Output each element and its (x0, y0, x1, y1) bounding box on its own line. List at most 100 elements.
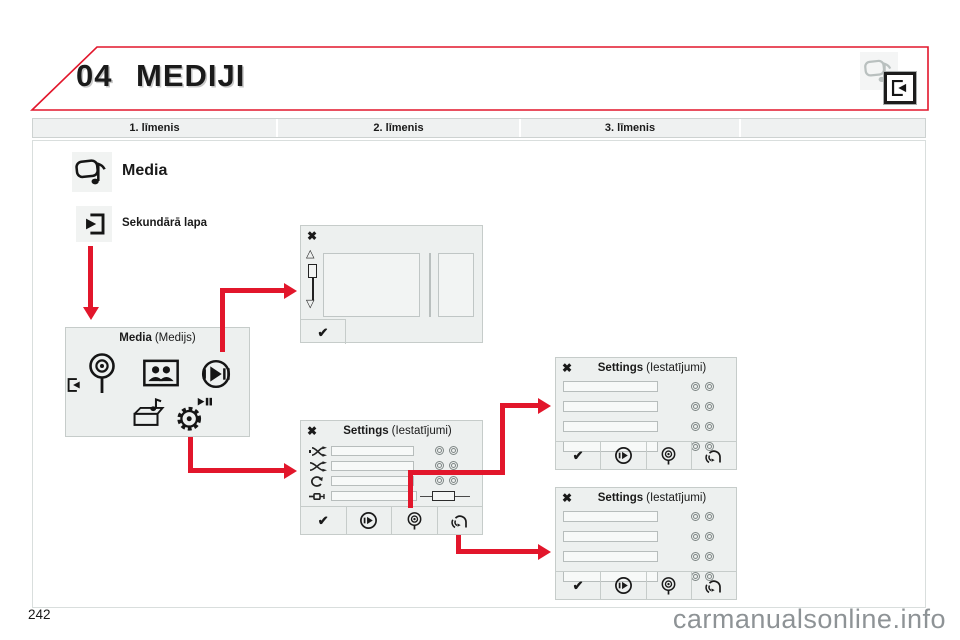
radio-indicator (705, 402, 714, 411)
voice-command-button (692, 572, 736, 599)
media-icon (72, 152, 112, 192)
settings-option-field (331, 491, 417, 501)
flow-arrow-to-settings3b-h (456, 549, 538, 554)
track-shuffle-icon (309, 446, 327, 457)
media-menu-panel: Media(Medijs) (65, 327, 250, 437)
radio-indicator (691, 532, 700, 541)
radio-indicator (705, 532, 714, 541)
radio-button (392, 507, 438, 534)
voice-command-button (438, 507, 483, 534)
scrollbar-thumb (308, 264, 317, 278)
radio-source-icon (82, 351, 122, 395)
confirm-button: ✔ (556, 442, 602, 469)
shuffle-icon (309, 461, 327, 472)
media-source-button (601, 572, 647, 599)
aux-input-icon (309, 491, 327, 502)
repeat-icon (309, 476, 323, 488)
media-source-button (601, 442, 647, 469)
settings-option-field (563, 421, 658, 432)
media-menu-title: Media(Medijs) (119, 332, 196, 344)
flow-arrow-to-settings3a-v1 (408, 470, 413, 508)
flow-arrow-to-settings2-v (188, 437, 193, 473)
panel-divider (429, 253, 431, 317)
check-icon: ✔ (572, 448, 584, 463)
flow-arrow-to-settings3b-head (538, 543, 551, 560)
secondary-page-icon (76, 206, 112, 242)
watermark: carmanualsonline.info (672, 604, 946, 634)
radio-indicator (705, 572, 714, 581)
radio-indicator (705, 442, 714, 451)
flow-arrow-to-settings3a-h1 (408, 470, 505, 475)
flow-arrow-to-settings3b-v (456, 535, 461, 554)
slider-handle (432, 491, 455, 501)
settings-option-field (563, 531, 658, 542)
level-3-header: 3. līmenis (521, 119, 741, 137)
radio-indicator (691, 422, 700, 431)
artwork-area (438, 253, 474, 317)
settings-option-field (563, 381, 658, 392)
flow-arrow-to-settings3a-head (538, 397, 551, 414)
level-1-header: 1. līmenis (33, 119, 278, 137)
settings-option-field (331, 461, 414, 471)
page-number: 242 (28, 607, 51, 622)
secondary-page-label: Sekundārā lapa (122, 217, 208, 229)
level-header-filler (741, 119, 925, 137)
music-storage-icon (132, 396, 166, 430)
settings-title: Settings(Iestatījumi) (597, 492, 707, 504)
radio-indicator (449, 446, 458, 455)
radio-indicator (705, 422, 714, 431)
voice-command-button (692, 442, 736, 469)
radio-indicator (691, 402, 700, 411)
check-icon: ✔ (317, 513, 329, 528)
radio-indicator (705, 552, 714, 561)
radio-indicator (435, 446, 444, 455)
radio-indicator (449, 476, 458, 485)
confirm-button: ✔ (301, 507, 347, 534)
chapter-banner-outline (30, 46, 929, 111)
flow-arrow-to-settings2-head (284, 462, 297, 479)
confirm-cell: ✔ (301, 319, 346, 344)
flow-arrow-to-browse-head (284, 282, 297, 299)
photo-source-icon (143, 359, 179, 387)
radio-indicator (691, 512, 700, 521)
settings-option-field (331, 476, 414, 486)
media-settings-gear-icon (174, 394, 212, 434)
radio-indicator (691, 382, 700, 391)
flow-arrow-to-browse-v (220, 288, 225, 352)
settings-panel-level3-top: ✖ Settings(Iestatījumi) ✔ (555, 357, 737, 470)
chapter-number: 04 (76, 58, 113, 93)
close-icon: ✖ (307, 424, 318, 438)
settings-option-field (563, 401, 658, 412)
back-icon (66, 376, 83, 394)
settings-option-field (331, 446, 414, 456)
media-label: Media (122, 162, 168, 179)
secondary-page-corner-icon (883, 71, 917, 105)
browse-panel: ✖ △ ▽ ✔ (300, 225, 483, 344)
radio-indicator (705, 382, 714, 391)
close-icon: ✖ (562, 491, 573, 505)
settings-title: Settings(Iestatījumi) (597, 362, 707, 374)
media-source-button (347, 507, 392, 534)
settings-panel-level3-bottom: ✖ Settings(Iestatījumi) ✔ (555, 487, 737, 600)
scroll-up-icon: △ (306, 248, 315, 260)
list-area (323, 253, 420, 317)
flow-arrow-to-media-menu-head (82, 307, 99, 320)
check-icon: ✔ (317, 324, 329, 340)
radio-indicator (435, 476, 444, 485)
radio-button (647, 442, 692, 469)
close-icon: ✖ (307, 229, 318, 243)
scroll-down-icon: ▽ (306, 298, 315, 310)
scrollbar-track (311, 278, 314, 300)
radio-indicator (449, 461, 458, 470)
radio-button (647, 572, 692, 599)
close-icon: ✖ (562, 361, 573, 375)
flow-arrow-to-browse-h (220, 288, 284, 293)
radio-indicator (435, 461, 444, 470)
settings-option-field (563, 511, 658, 522)
level-header-band: 1. līmenis 2. līmenis 3. līmenis (32, 118, 926, 138)
page-title: MEDIJI (136, 58, 246, 93)
settings-panel-level2: ✖ Settings(Iestatījumi) (300, 420, 483, 535)
check-icon: ✔ (572, 578, 584, 593)
level-2-header: 2. līmenis (278, 119, 521, 137)
